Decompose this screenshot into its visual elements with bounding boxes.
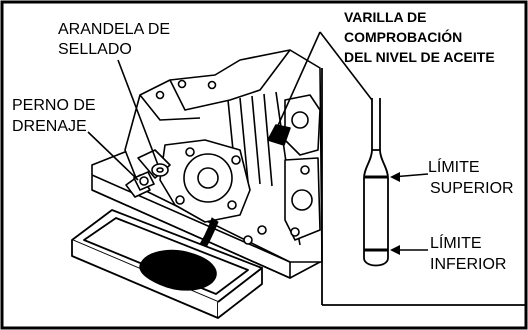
upper-limit-label-line2: SUPERIOR bbox=[430, 180, 514, 197]
lower-limit-label-line2: INFERIOR bbox=[430, 256, 506, 273]
engine-illustration bbox=[91, 49, 323, 279]
sealing-washer-icon bbox=[151, 163, 169, 177]
dipstick-icon bbox=[363, 98, 389, 267]
upper-limit-arrow bbox=[390, 172, 400, 182]
dipstick-leader-stick bbox=[319, 31, 373, 101]
washer-leader bbox=[117, 59, 159, 166]
washer-label-line2: SELLADO bbox=[58, 41, 132, 58]
bolt-label-line2: DRENAJE bbox=[12, 118, 87, 135]
dipstick-label-line2: COMPROBACIÓN bbox=[344, 28, 462, 45]
oil-puddle bbox=[139, 249, 217, 291]
lower-limit-arrow bbox=[390, 245, 400, 255]
bolt-leader bbox=[87, 131, 139, 181]
dipstick-label-line1: VARILLA DE bbox=[344, 9, 426, 25]
washer-label-line1: ARANDELA DE bbox=[58, 21, 170, 38]
dipstick-leader-engine bbox=[275, 31, 321, 131]
lower-limit-label-line1: LÍMITE bbox=[430, 233, 482, 252]
oil-drain-pan-icon bbox=[71, 209, 263, 319]
bolt-label-line1: PERNO DE bbox=[12, 97, 96, 114]
drain-bolt-icon bbox=[132, 170, 156, 192]
upper-limit-label-line1: LÍMITE bbox=[428, 157, 480, 176]
dipstick-label-line3: DEL NIVEL DE ACEITE bbox=[344, 49, 495, 65]
